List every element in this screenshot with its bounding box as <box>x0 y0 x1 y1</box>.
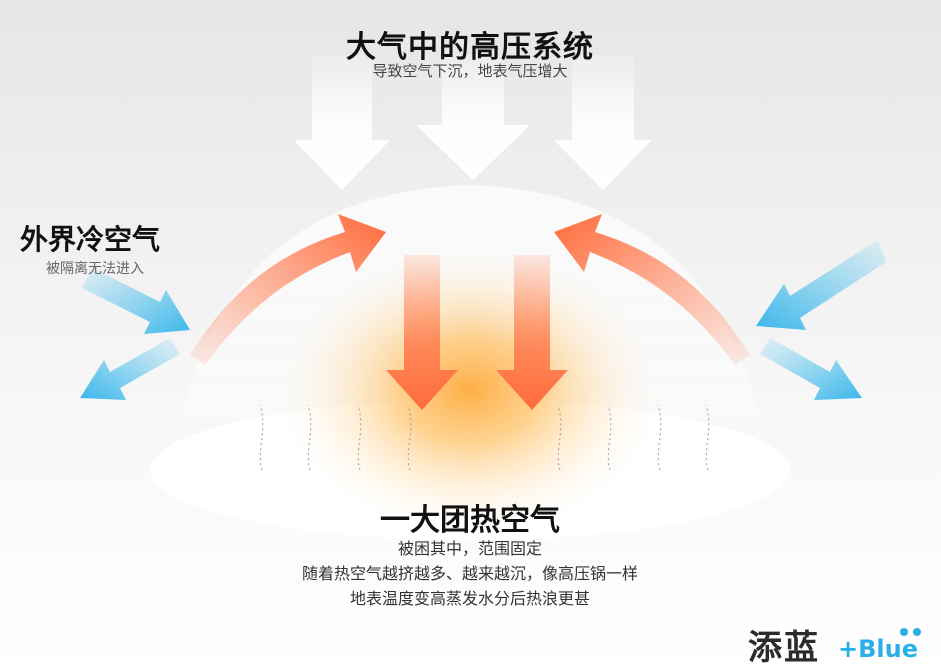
cold-air-arrow-left-in <box>82 268 190 334</box>
warm-air-sinking-arrow-left <box>386 255 458 410</box>
brand-dot-icon <box>900 628 908 636</box>
warm-air-glow <box>270 240 670 540</box>
cold-air-title: 外界冷空气 <box>20 223 161 256</box>
brand-logo-en: +Blue <box>838 635 918 663</box>
hot-air-line-3: 地表温度变高蒸发水分后热浪更甚 <box>349 589 590 608</box>
hot-air-title: 一大团热空气 <box>380 503 560 538</box>
warm-air-sinking-arrow-right <box>496 255 568 410</box>
sinking-air-arrow-right <box>554 55 652 190</box>
sinking-air-arrow-left <box>294 55 390 190</box>
high-pressure-subtitle: 导致空气下沉，地表气压增大 <box>372 62 568 80</box>
cold-air-subtitle: 被隔离无法进入 <box>46 261 144 277</box>
brand-dot-icon <box>913 628 921 636</box>
high-pressure-title: 大气中的高压系统 <box>346 30 594 65</box>
hot-air-line-1: 被困其中，范围固定 <box>397 539 542 558</box>
cold-air-arrow-right-in <box>756 240 886 330</box>
warm-air-arc-arrow-left <box>190 214 386 365</box>
sinking-air-arrow-center <box>416 55 530 180</box>
cold-air-arrow-right-out <box>760 338 862 400</box>
heat-wisps <box>259 404 710 471</box>
brand-logo-cn: 添蓝 <box>748 628 820 668</box>
warm-air-arc-arrow-right <box>554 214 750 365</box>
cold-air-arrow-left-out <box>80 338 180 400</box>
hot-air-line-2: 随着热空气越挤越多、越来越沉，像高压锅一样 <box>301 564 638 583</box>
